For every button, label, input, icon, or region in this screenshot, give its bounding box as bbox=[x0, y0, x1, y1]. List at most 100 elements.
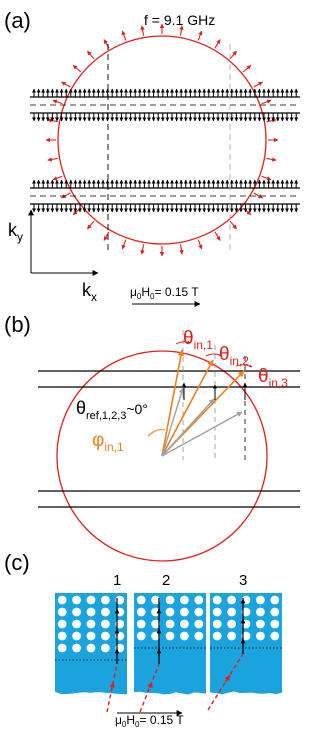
theta-in-2-label: θin,2 bbox=[219, 344, 249, 368]
antidot-hole bbox=[213, 632, 222, 641]
antidot-hole bbox=[58, 596, 67, 605]
antidot-hole bbox=[270, 620, 279, 629]
radial-arrow bbox=[48, 158, 58, 160]
radial-arrow bbox=[53, 100, 62, 103]
antidot-hole bbox=[213, 596, 222, 605]
antidot-hole bbox=[101, 620, 110, 629]
sample-3 bbox=[210, 593, 282, 694]
samples bbox=[55, 593, 282, 712]
radial-arrow bbox=[73, 65, 81, 71]
radial-arrow bbox=[266, 120, 276, 122]
ky-label: ky bbox=[8, 220, 23, 244]
radial-arrow bbox=[230, 51, 236, 59]
antidot-hole bbox=[72, 632, 81, 641]
antidot-hole bbox=[256, 632, 265, 641]
radial-arrows bbox=[46, 24, 278, 256]
antidot-hole bbox=[194, 632, 203, 641]
field-label-c: μ0H0= 0.15 T bbox=[115, 713, 184, 729]
antidot-hole bbox=[180, 608, 189, 617]
frequency-label: f = 9.1 GHz bbox=[144, 12, 215, 28]
panel-b: (b) θin,1 θin,2 θin,3 θref,1,2,3~0° φ bbox=[4, 312, 300, 561]
antidot-hole bbox=[58, 644, 67, 653]
antidot-hole bbox=[137, 596, 146, 605]
antidot-hole bbox=[72, 596, 81, 605]
antidot-hole bbox=[58, 608, 67, 617]
antidot-hole bbox=[101, 644, 110, 653]
antidot-hole bbox=[87, 644, 96, 653]
antidot-hole bbox=[256, 596, 265, 605]
panel-c: (c) 1 2 3 μ0H0= 0.15 T bbox=[4, 550, 282, 729]
antidot-hole bbox=[270, 596, 279, 605]
radial-arrow bbox=[62, 82, 71, 87]
radial-arrow bbox=[266, 158, 276, 160]
antidot-hole bbox=[270, 632, 279, 641]
antidot-hole bbox=[87, 632, 96, 641]
panel-a-label: (a) bbox=[4, 8, 31, 33]
radial-arrow bbox=[254, 193, 263, 198]
radial-arrow bbox=[215, 40, 220, 49]
antidot-hole bbox=[166, 608, 175, 617]
antidot-hole bbox=[194, 608, 203, 617]
antidot-hole bbox=[227, 632, 236, 641]
panel-a: (a) f = 9.1 GHz ky kx μ0H0= 0 bbox=[4, 8, 300, 304]
sample-label-2: 2 bbox=[162, 572, 170, 589]
radial-arrow bbox=[198, 240, 201, 249]
antidot-hole bbox=[227, 620, 236, 629]
antidot-hole bbox=[194, 596, 203, 605]
antidot-hole bbox=[180, 620, 189, 629]
radial-arrow bbox=[215, 232, 220, 241]
antidot-hole bbox=[213, 620, 222, 629]
antidot-hole bbox=[87, 596, 96, 605]
radial-arrow bbox=[230, 221, 236, 229]
antidot-hole bbox=[137, 620, 146, 629]
antidot-hole bbox=[213, 608, 222, 617]
radial-arrow bbox=[142, 244, 144, 254]
antidot-hole bbox=[137, 632, 146, 641]
radial-arrow bbox=[254, 82, 263, 87]
panel-b-label: (b) bbox=[4, 312, 31, 337]
radial-arrow bbox=[53, 176, 62, 179]
field-label-a: μ0H0= 0.15 T bbox=[130, 285, 199, 301]
theta-ref-label: θref,1,2,3~0° bbox=[76, 398, 148, 422]
antidot-hole bbox=[72, 608, 81, 617]
radial-arrow bbox=[262, 100, 271, 103]
radial-arrow bbox=[198, 31, 201, 40]
radial-arrow bbox=[122, 31, 125, 40]
antidot-hole bbox=[227, 608, 236, 617]
sample-1 bbox=[55, 593, 127, 694]
sample-label-1: 1 bbox=[113, 572, 121, 589]
antidot-hole bbox=[180, 596, 189, 605]
antidot-hole bbox=[101, 632, 110, 641]
phi-in-1-label: φin,1 bbox=[92, 430, 124, 454]
antidot-hole bbox=[58, 620, 67, 629]
antidot-hole bbox=[72, 620, 81, 629]
theta-in-1-label: θin,1 bbox=[183, 328, 213, 352]
radial-arrow bbox=[262, 176, 271, 179]
antidot-hole bbox=[137, 608, 146, 617]
radial-arrow bbox=[87, 221, 93, 229]
antidot-hole bbox=[256, 608, 265, 617]
isofrequency-circle bbox=[58, 36, 266, 244]
antidot-hole bbox=[87, 620, 96, 629]
antidot-hole bbox=[166, 620, 175, 629]
phi-arc bbox=[148, 430, 165, 436]
antidot-hole bbox=[166, 596, 175, 605]
radial-arrow bbox=[122, 240, 125, 249]
antidot-hole bbox=[180, 632, 189, 641]
antidot-hole bbox=[256, 620, 265, 629]
antidot-hole bbox=[194, 620, 203, 629]
radial-arrow bbox=[87, 51, 93, 59]
radial-arrow bbox=[243, 65, 251, 71]
radial-arrow bbox=[62, 193, 71, 198]
theta-in-3-label: θin,3 bbox=[258, 366, 288, 390]
antidot-hole bbox=[58, 632, 67, 641]
panel-c-label: (c) bbox=[4, 550, 30, 575]
antidot-hole bbox=[101, 608, 110, 617]
sample-label-3: 3 bbox=[239, 572, 247, 589]
antidot-hole bbox=[227, 596, 236, 605]
antidot-hole bbox=[101, 596, 110, 605]
antidot-hole bbox=[72, 644, 81, 653]
antidot-hole bbox=[87, 608, 96, 617]
antidot-hole bbox=[270, 608, 279, 617]
